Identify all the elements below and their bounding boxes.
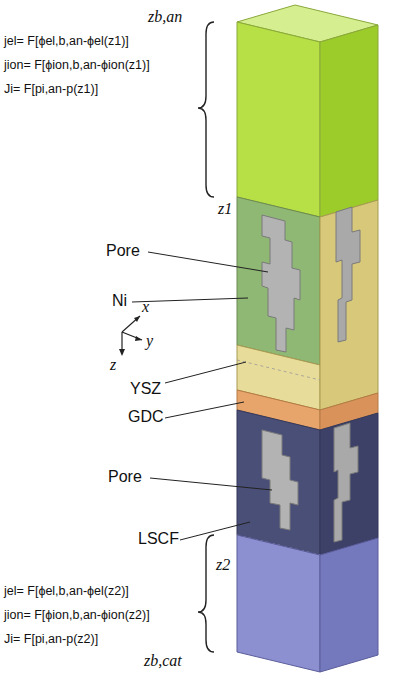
boundary-equation: jel= F[ϕel,b,an-ϕel(z2)] [4, 584, 129, 598]
part-label: YSZ [130, 380, 161, 398]
axis-label: z [110, 356, 116, 374]
part-label: GDC [128, 408, 164, 426]
boundary-equation: jion= F[ϕion,b,an-ϕion(z1)] [4, 58, 150, 72]
interface-label: z2 [216, 556, 230, 574]
boundary-label: zb,an [148, 8, 182, 26]
boundary-equation: Ji= F[pi,an-p(z2)] [4, 632, 98, 646]
boundary-equation: jion= F[ϕion,b,an-ϕion(z2)] [4, 608, 150, 622]
part-label: LSCF [138, 530, 179, 548]
part-label: Pore [108, 468, 142, 486]
axis-label: x [142, 298, 149, 316]
interface-label: z1 [218, 200, 232, 218]
boundary-equation: Ji= F[pi,an-p(z1)] [4, 82, 98, 96]
part-label: Ni [112, 292, 127, 310]
axis-label: y [146, 332, 153, 350]
boundary-label: zb,cat [144, 652, 182, 670]
boundary-equation: jel= F[ϕel,b,an-ϕel(z1)] [4, 34, 129, 48]
part-label: Pore [106, 242, 140, 260]
